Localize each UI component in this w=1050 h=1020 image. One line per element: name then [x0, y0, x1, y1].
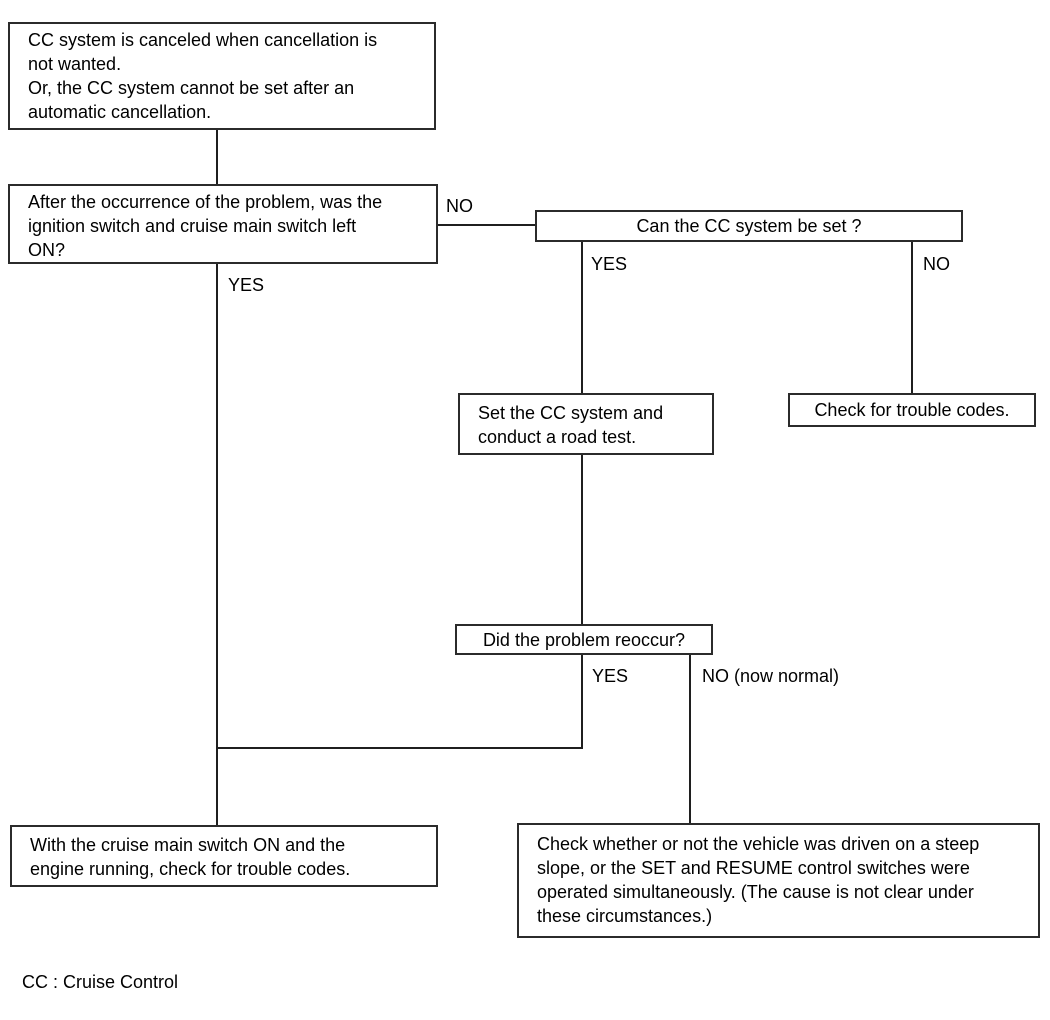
node-check-codes-engine-running: With the cruise main switch ON and the e… — [10, 825, 438, 887]
edge-reoccur-yes-vertical — [581, 655, 583, 749]
edge-can-set-no-vertical — [911, 242, 913, 393]
legend-cc-abbreviation: CC : Cruise Control — [22, 972, 179, 992]
edge-reoccur-yes-horizontal — [216, 747, 583, 749]
node-question-problem-reoccur: Did the problem reoccur? — [455, 624, 713, 655]
edge-label-ignition-yes: YES — [228, 275, 265, 295]
node-symptom-description: CC system is canceled when cancellation … — [8, 22, 436, 130]
edge-label-ignition-no: NO — [446, 196, 473, 216]
node-question-can-cc-be-set: Can the CC system be set ? — [535, 210, 963, 242]
edge-ignition-no-horizontal — [438, 224, 535, 226]
node-set-cc-road-test: Set the CC system and conduct a road tes… — [458, 393, 714, 455]
edge-label-reoccur-yes: YES — [592, 666, 629, 686]
node-check-trouble-codes: Check for trouble codes. — [788, 393, 1036, 427]
edge-road-test-to-reoccur — [581, 455, 583, 624]
edge-label-reoccur-no: NO (now normal) — [702, 666, 840, 686]
edge-reoccur-no-vertical — [689, 655, 691, 823]
node-check-steep-slope: Check whether or not the vehicle was dri… — [517, 823, 1040, 938]
edge-can-set-yes-vertical — [581, 242, 583, 393]
edge-ignition-yes-vertical — [216, 264, 218, 825]
node-question-ignition-switch: After the occurrence of the problem, was… — [8, 184, 438, 264]
edge-label-can-set-no: NO — [923, 254, 950, 274]
edge-symptom-to-ignition — [216, 130, 218, 184]
edge-label-can-set-yes: YES — [591, 254, 628, 274]
